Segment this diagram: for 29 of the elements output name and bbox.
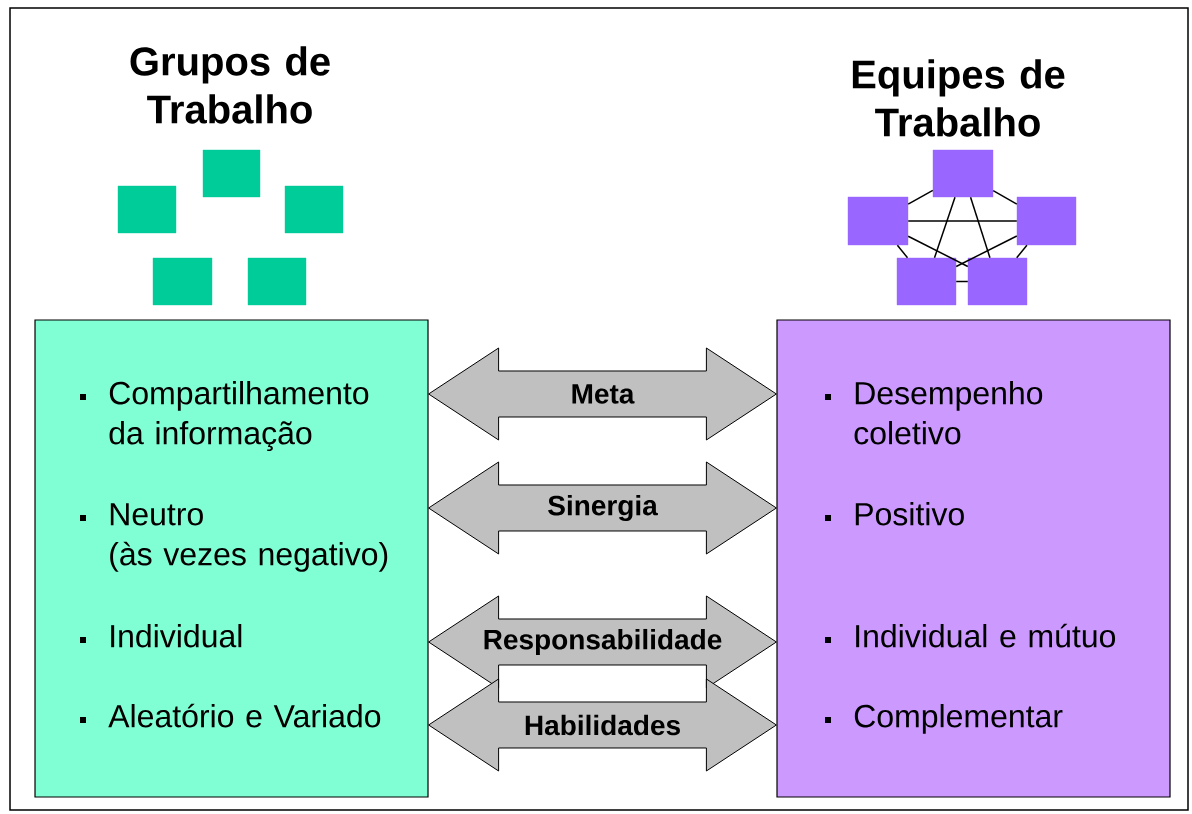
connector-line <box>907 235 969 268</box>
edge-label: Sinergia <box>546 493 659 523</box>
edge-label: Responsabilidade <box>481 627 724 657</box>
square <box>152 257 213 306</box>
connector-line <box>896 244 909 259</box>
connector-line <box>992 189 1018 205</box>
square <box>896 257 957 306</box>
connector-line <box>907 189 934 205</box>
square <box>284 185 344 234</box>
square <box>117 185 177 234</box>
connector-line <box>969 196 991 259</box>
edge-label: Meta <box>569 383 636 405</box>
double-arrow <box>428 347 777 441</box>
square <box>202 149 261 198</box>
panel-box: Compartilhamento da informação Neutro (às vezes negativo) Individual Aleatório e Variado <box>34 319 429 798</box>
heading: Equipes de Trabalho <box>852 59 1065 137</box>
connector-line <box>1015 244 1028 259</box>
connector-line <box>955 235 1018 268</box>
connector-line <box>907 220 1018 222</box>
square <box>967 257 1028 306</box>
connector-line <box>955 280 969 283</box>
square <box>1016 196 1077 246</box>
square <box>847 196 909 246</box>
square <box>932 149 994 198</box>
square <box>247 257 307 306</box>
edge-label: Habilidades <box>522 713 683 737</box>
heading: Grupos de Trabalho <box>130 46 330 124</box>
panel-box: Desempenho coletivo Positivo Individual e mútuo Complementar <box>776 319 1171 798</box>
connector-line <box>933 196 956 259</box>
